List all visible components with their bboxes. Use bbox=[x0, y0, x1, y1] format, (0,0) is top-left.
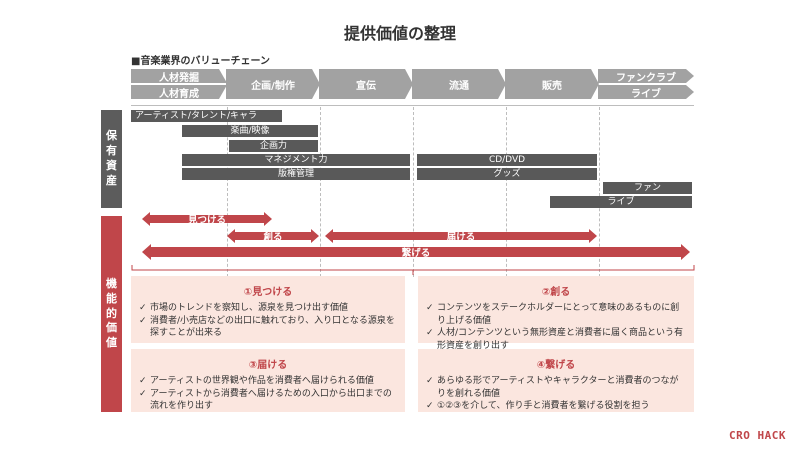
box-item: コンテンツをステークホルダーにとって意味のあるものに創り上げる価値 bbox=[426, 302, 686, 327]
brand-logo: CRO HACK bbox=[729, 429, 786, 442]
box-item: あらゆる形でアーティストやキャラクターと消費者のつながりを創れる価値 bbox=[426, 375, 686, 400]
double-arrow-shape bbox=[142, 244, 690, 260]
asset-live-bar: ライブ bbox=[550, 196, 692, 208]
column-guide bbox=[227, 107, 228, 277]
column-guide bbox=[320, 107, 321, 277]
asset-artist-bar: アーティスト/タレント/キャラ bbox=[131, 110, 282, 122]
create-arrow: 創る bbox=[227, 229, 319, 243]
value-box-deliver: ③届ける アーティストの世界観や作品を消費者へ届けられる価値 アーティストから消… bbox=[131, 349, 405, 412]
chain-talent-training: 人材育成 bbox=[131, 85, 227, 99]
column-guide bbox=[506, 107, 507, 277]
page-title: 提供価値の整理 bbox=[343, 24, 456, 43]
connect-arrow: 繋げる bbox=[142, 244, 690, 260]
column-guide bbox=[599, 107, 600, 277]
asset-cddvd-bar: CD/DVD bbox=[417, 154, 597, 166]
deliver-arrow: 届ける bbox=[325, 229, 597, 243]
divider-line bbox=[131, 105, 694, 106]
side-label-functions: 機 能 的 価 値 bbox=[101, 216, 122, 412]
chain-distribution: 流通 bbox=[412, 69, 506, 99]
asset-rights-bar: 版権管理 bbox=[182, 168, 410, 180]
section-subtitle: ■音楽業界のバリューチェーン bbox=[131, 56, 270, 67]
box-item: ①②③を介して、作り手と消費者を繋げる役割を担う bbox=[426, 400, 686, 413]
box-item: 消費者/小売店などの出口に触れており、入り口となる源泉を探すことが出来る bbox=[139, 315, 397, 340]
chain-sales: 販売 bbox=[505, 69, 599, 99]
chain-live: ライブ bbox=[598, 85, 694, 99]
value-box-create: ②創る コンテンツをステークホルダーにとって意味のあるものに創り上げる価値 人材… bbox=[418, 276, 694, 351]
box-item: アーティストから消費者へ届けるための入口から出口までの流れを作り出す bbox=[139, 388, 397, 413]
chain-talent-discovery: 人材発掘 bbox=[131, 69, 227, 83]
box-item: 市場のトレンドを察知し、源泉を見つけ出す価値 bbox=[139, 302, 397, 315]
asset-goods-bar: グッズ bbox=[417, 168, 597, 180]
column-guide bbox=[413, 107, 414, 277]
chain-fanclub: ファンクラブ bbox=[598, 69, 694, 83]
find-arrow: 見つける bbox=[142, 212, 272, 226]
box-title: ④繋げる bbox=[536, 360, 576, 371]
chain-planning: 企画/制作 bbox=[226, 69, 320, 99]
asset-music-bar: 楽曲/映像 bbox=[182, 125, 318, 137]
value-box-connect: ④繋げる あらゆる形でアーティストやキャラクターと消費者のつながりを創れる価値 … bbox=[418, 349, 694, 412]
asset-fan-bar: ファン bbox=[603, 182, 692, 194]
value-box-find: ①見つける 市場のトレンドを察知し、源泉を見つけ出す価値 消費者/小売店などの出… bbox=[131, 276, 405, 343]
box-title: ①見つける bbox=[243, 287, 293, 298]
group-bracket bbox=[131, 265, 695, 275]
box-item: 人材/コンテンツという無形資産と消費者に届く商品という有形資産を創り出す bbox=[426, 327, 686, 352]
box-title: ③届ける bbox=[248, 360, 288, 371]
asset-planning-bar: 企画力 bbox=[229, 140, 318, 152]
box-title: ②創る bbox=[541, 287, 571, 298]
box-item: アーティストの世界観や作品を消費者へ届けられる価値 bbox=[139, 375, 397, 388]
double-arrow-shape bbox=[325, 229, 597, 243]
chain-promotion: 宣伝 bbox=[319, 69, 413, 99]
double-arrow-shape bbox=[227, 229, 319, 243]
asset-management-bar: マネジメント力 bbox=[182, 154, 410, 166]
double-arrow-shape bbox=[142, 212, 272, 226]
side-label-assets: 保 有 資 産 bbox=[101, 110, 122, 208]
